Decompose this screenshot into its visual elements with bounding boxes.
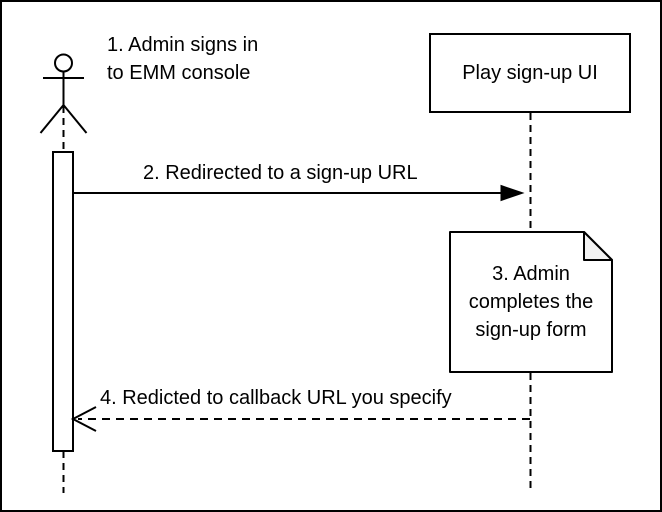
participant-label-play-signup-ui: Play sign-up UI bbox=[462, 61, 598, 84]
note-shape bbox=[449, 231, 613, 373]
actor-head bbox=[54, 53, 73, 73]
message-4-label: 4. Redicted to callback URL you specify bbox=[100, 387, 452, 409]
actor-left-leg bbox=[39, 104, 65, 134]
annotation-step-1: 1. Admin signs in to EMM console bbox=[107, 34, 259, 84]
actor-icon bbox=[39, 53, 88, 134]
actor-activation-bar bbox=[52, 151, 74, 452]
note-fold-corner bbox=[583, 231, 613, 261]
message-2-arrowhead-icon bbox=[500, 184, 525, 202]
actor-right-leg bbox=[62, 104, 88, 134]
note-step-3-label: 3. Admin completes the sign-up form bbox=[468, 263, 594, 341]
message-2-label: 2. Redirected to a sign-up URL bbox=[143, 162, 418, 184]
message-4-open-arrowhead-icon bbox=[70, 406, 97, 432]
play-signup-ui-box bbox=[429, 33, 631, 113]
